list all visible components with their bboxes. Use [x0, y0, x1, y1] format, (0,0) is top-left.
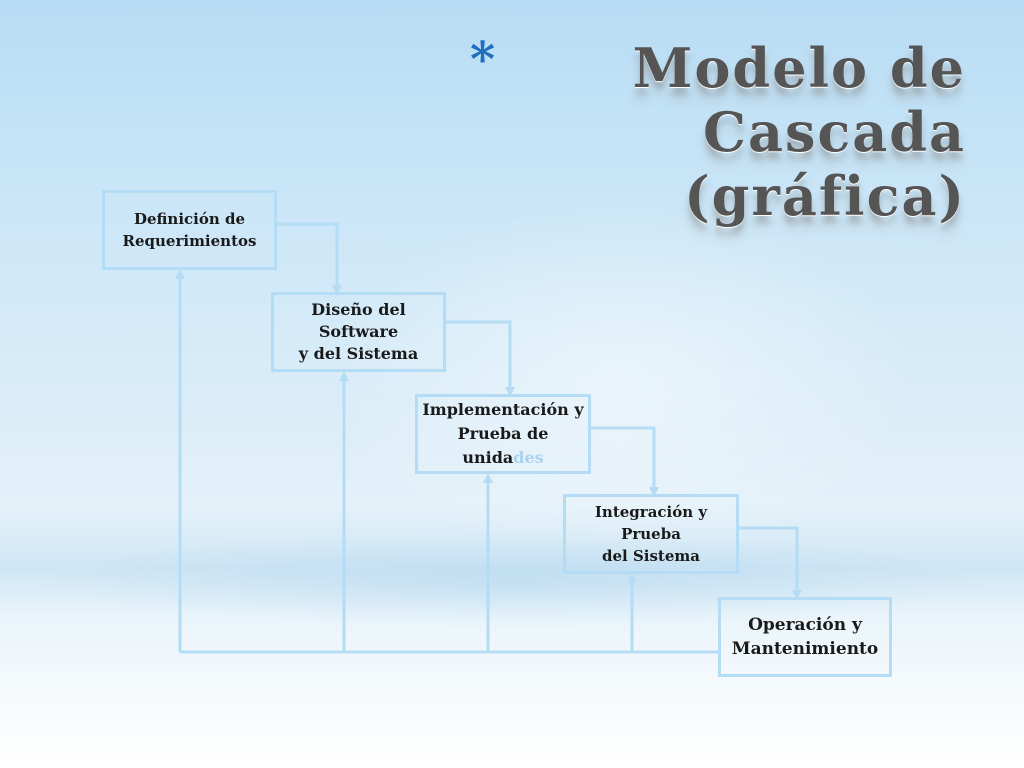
- slide-title-area: * Modelo de Cascada (gráfica): [470, 28, 1010, 228]
- title-line-2: (gráfica): [684, 164, 966, 228]
- arrow-stage2-to-stage3: [446, 320, 515, 397]
- stage-label-main: Implementación y Prueba de unida: [422, 400, 584, 467]
- stage-label: Implementación y Prueba de unidades: [418, 398, 588, 470]
- stage-label: Integración y Prueba del Sistema: [594, 503, 708, 565]
- stage-label: Definición de Requerimientos: [122, 210, 257, 250]
- stage-box-design: Diseño del Software y del Sistema: [271, 292, 446, 372]
- arrow-stage1-to-stage2: [277, 222, 342, 295]
- arrow-stage3-to-stage4: [591, 426, 659, 497]
- stage-box-integration: Integración y Prueba del Sistema: [563, 494, 739, 574]
- stage-label: Operación y Mantenimiento: [731, 615, 879, 659]
- stage-box-operation: Operación y Mantenimiento: [718, 597, 892, 677]
- title-bullet: *: [470, 32, 496, 88]
- stage-label: Diseño del Software y del Sistema: [298, 300, 419, 363]
- stage-label-faded: des: [513, 448, 544, 467]
- slide-title: Modelo de Cascada (gráfica): [470, 36, 966, 228]
- stage-box-requirements: Definición de Requerimientos: [102, 190, 277, 270]
- arrow-stage4-to-stage5: [739, 526, 802, 600]
- stage-box-implementation: Implementación y Prueba de unidades: [415, 394, 591, 474]
- title-line-1: Modelo de Cascada: [632, 36, 966, 164]
